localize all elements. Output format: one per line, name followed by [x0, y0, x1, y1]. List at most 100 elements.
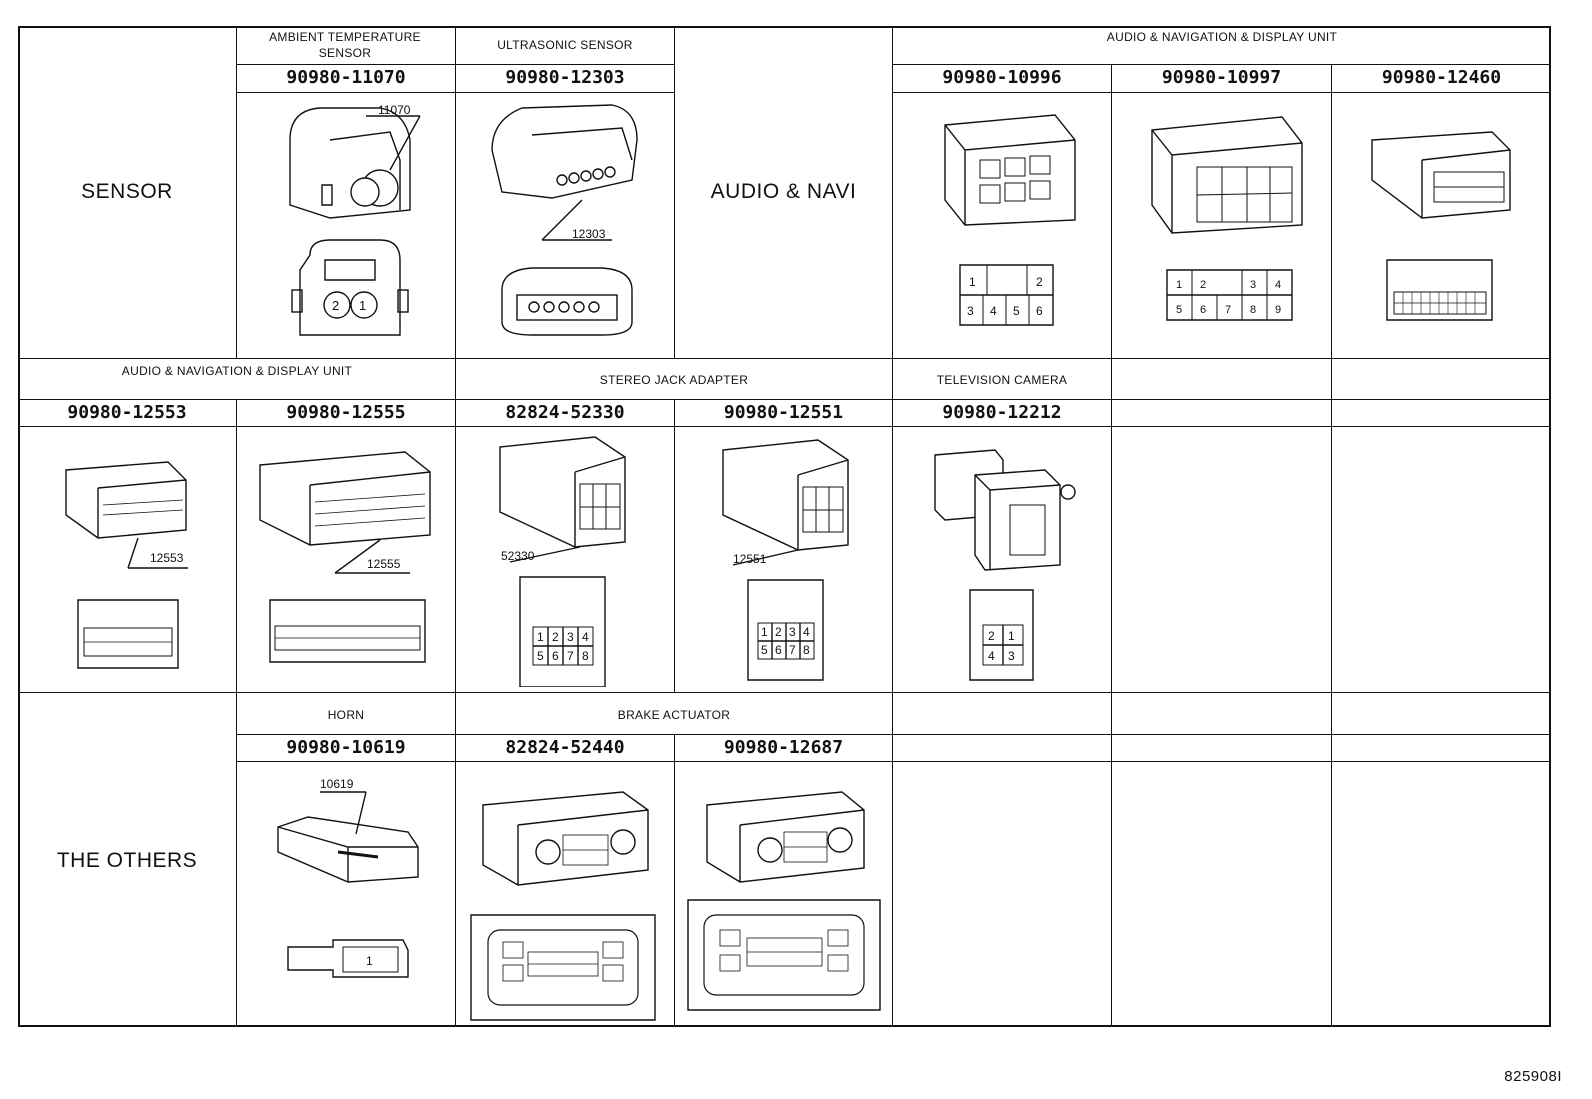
pin-label: 3 — [967, 304, 974, 318]
part-number-12551: 90980-12551 — [723, 402, 844, 423]
part-number-52440: 82824-52440 — [505, 737, 625, 758]
pin-label: 8 — [1250, 304, 1256, 316]
rule-r1-sub-audio — [893, 64, 1551, 65]
connector-drawing-12555: 12555 — [255, 440, 440, 670]
pin-label: 2 — [1200, 279, 1206, 291]
rule-r2-part — [18, 399, 1551, 400]
header-brake-actuator: BRAKE ACTUATOR — [617, 708, 731, 722]
callout-label: 12303 — [572, 227, 606, 241]
pin-label: 3 — [1008, 649, 1015, 663]
rule-r1-part-audio — [893, 92, 1551, 93]
pin-label: 5 — [1013, 304, 1020, 318]
pin-label: 1 — [761, 625, 768, 639]
callout-label: 12551 — [733, 552, 767, 566]
connector-drawing-52330: 52330 1 2 3 4 5 6 7 8 — [495, 432, 645, 687]
connector-drawing-12460 — [1362, 120, 1522, 335]
pin-label: 2 — [552, 630, 559, 644]
connector-drawing-10619: 10619 1 — [268, 772, 433, 1017]
connector-drawing-12551: 12551 1 2 3 4 5 6 7 8 — [718, 435, 868, 685]
part-number-11070: 90980-11070 — [286, 67, 406, 88]
header-ambient-temp: AMBIENT TEMPERATURE SENSOR — [269, 30, 421, 60]
pin-label: 9 — [1275, 304, 1281, 316]
pin-label: 4 — [803, 625, 810, 639]
rule-v1 — [236, 26, 237, 358]
pin-label: 5 — [537, 649, 544, 663]
pin-label: 2 — [775, 625, 782, 639]
pin-label: 2 — [332, 298, 339, 313]
rule-r3-pic — [237, 761, 1551, 762]
callout-label: 52330 — [501, 549, 535, 563]
callout-label: 12553 — [150, 551, 184, 565]
rule-r2-pic — [18, 426, 1551, 427]
part-number-12555: 90980-12555 — [286, 402, 406, 423]
category-audio-navi: AUDIO & NAVI — [710, 180, 857, 203]
pin-label: 4 — [582, 630, 589, 644]
pin-label: 8 — [582, 649, 589, 663]
pin-label: 4 — [988, 649, 995, 663]
rule-row1-end — [18, 358, 1551, 359]
rule-v1b — [236, 399, 237, 1027]
pin-label: 1 — [537, 630, 544, 644]
pin-label: 4 — [990, 304, 997, 318]
pin-label: 3 — [1250, 279, 1256, 291]
pin-label: 6 — [1200, 304, 1206, 316]
header-stereo-jack: STEREO JACK ADAPTER — [599, 373, 749, 387]
rule-v3a — [674, 26, 675, 358]
pin-label: 1 — [359, 298, 366, 313]
pin-label: 6 — [552, 649, 559, 663]
connector-drawing-10997: 1 2 3 4 5 6 7 8 9 10 — [1142, 105, 1312, 345]
header-tv-camera: TELEVISION CAMERA — [936, 373, 1068, 387]
rule-v4 — [892, 26, 893, 1027]
connector-drawing-52440 — [463, 770, 668, 1025]
connector-table — [18, 26, 1551, 1027]
category-others: THE OTHERS — [56, 849, 198, 872]
part-number-12212: 90980-12212 — [942, 402, 1062, 423]
rule-r3-part — [237, 734, 1551, 735]
pin-label: 7 — [567, 649, 574, 663]
part-number-12303: 90980-12303 — [505, 67, 625, 88]
rule-row2-end — [18, 692, 1551, 693]
rule-v5b — [1111, 358, 1112, 1027]
connector-drawing-12687 — [682, 770, 887, 1025]
rule-v5a — [1111, 64, 1112, 358]
pin-label: 6 — [775, 643, 782, 657]
connector-drawing-10996: 1 2 3 4 5 6 — [935, 105, 1085, 345]
pin-label: 3 — [789, 625, 796, 639]
pin-label: 8 — [803, 643, 810, 657]
rule-v6a — [1331, 64, 1332, 358]
pin-label: 1 — [1008, 629, 1015, 643]
pin-label: 5 — [1176, 304, 1182, 316]
callout-label: 12555 — [367, 557, 401, 571]
pin-label: 5 — [761, 643, 768, 657]
rule-v6b — [1331, 358, 1332, 1027]
pin-label: 2 — [988, 629, 995, 643]
part-number-10997: 90980-10997 — [1161, 67, 1282, 88]
header-horn: HORN — [327, 708, 365, 722]
pin-label: 3 — [567, 630, 574, 644]
connector-drawing-12212: 2 1 4 3 — [925, 440, 1085, 685]
header-audio-unit-r2: AUDIO & NAVIGATION & DISPLAY UNIT — [121, 364, 353, 378]
pin-label: 7 — [1225, 304, 1231, 316]
pin-label: 1 — [366, 954, 373, 968]
rule-v2 — [455, 26, 456, 1027]
part-number-10996: 90980-10996 — [942, 67, 1062, 88]
connector-drawing-12553: 12553 — [58, 450, 208, 675]
pin-label: 2 — [1036, 275, 1043, 289]
category-sensor: SENSOR — [81, 180, 173, 203]
rule-v3b — [674, 399, 675, 692]
part-number-12460: 90980-12460 — [1381, 67, 1502, 88]
header-ultrasonic: ULTRASONIC SENSOR — [497, 38, 633, 52]
pin-label: 7 — [789, 643, 796, 657]
header-audio-unit-r1: AUDIO & NAVIGATION & DISPLAY UNIT — [1106, 30, 1338, 44]
callout-label: 11070 — [378, 103, 411, 117]
connector-drawing-11070: 11070 2 1 — [270, 100, 430, 350]
pin-label: 1 — [1176, 279, 1182, 291]
callout-label: 10619 — [320, 777, 354, 791]
pin-label: 1 — [969, 275, 976, 289]
figure-id: 825908I — [1504, 1068, 1562, 1085]
part-number-10619: 90980-10619 — [286, 737, 406, 758]
part-number-52330: 82824-52330 — [505, 402, 625, 423]
part-number-12687: 90980-12687 — [723, 737, 844, 758]
part-number-12553: 90980-12553 — [67, 402, 187, 423]
pin-label: 6 — [1036, 304, 1043, 318]
